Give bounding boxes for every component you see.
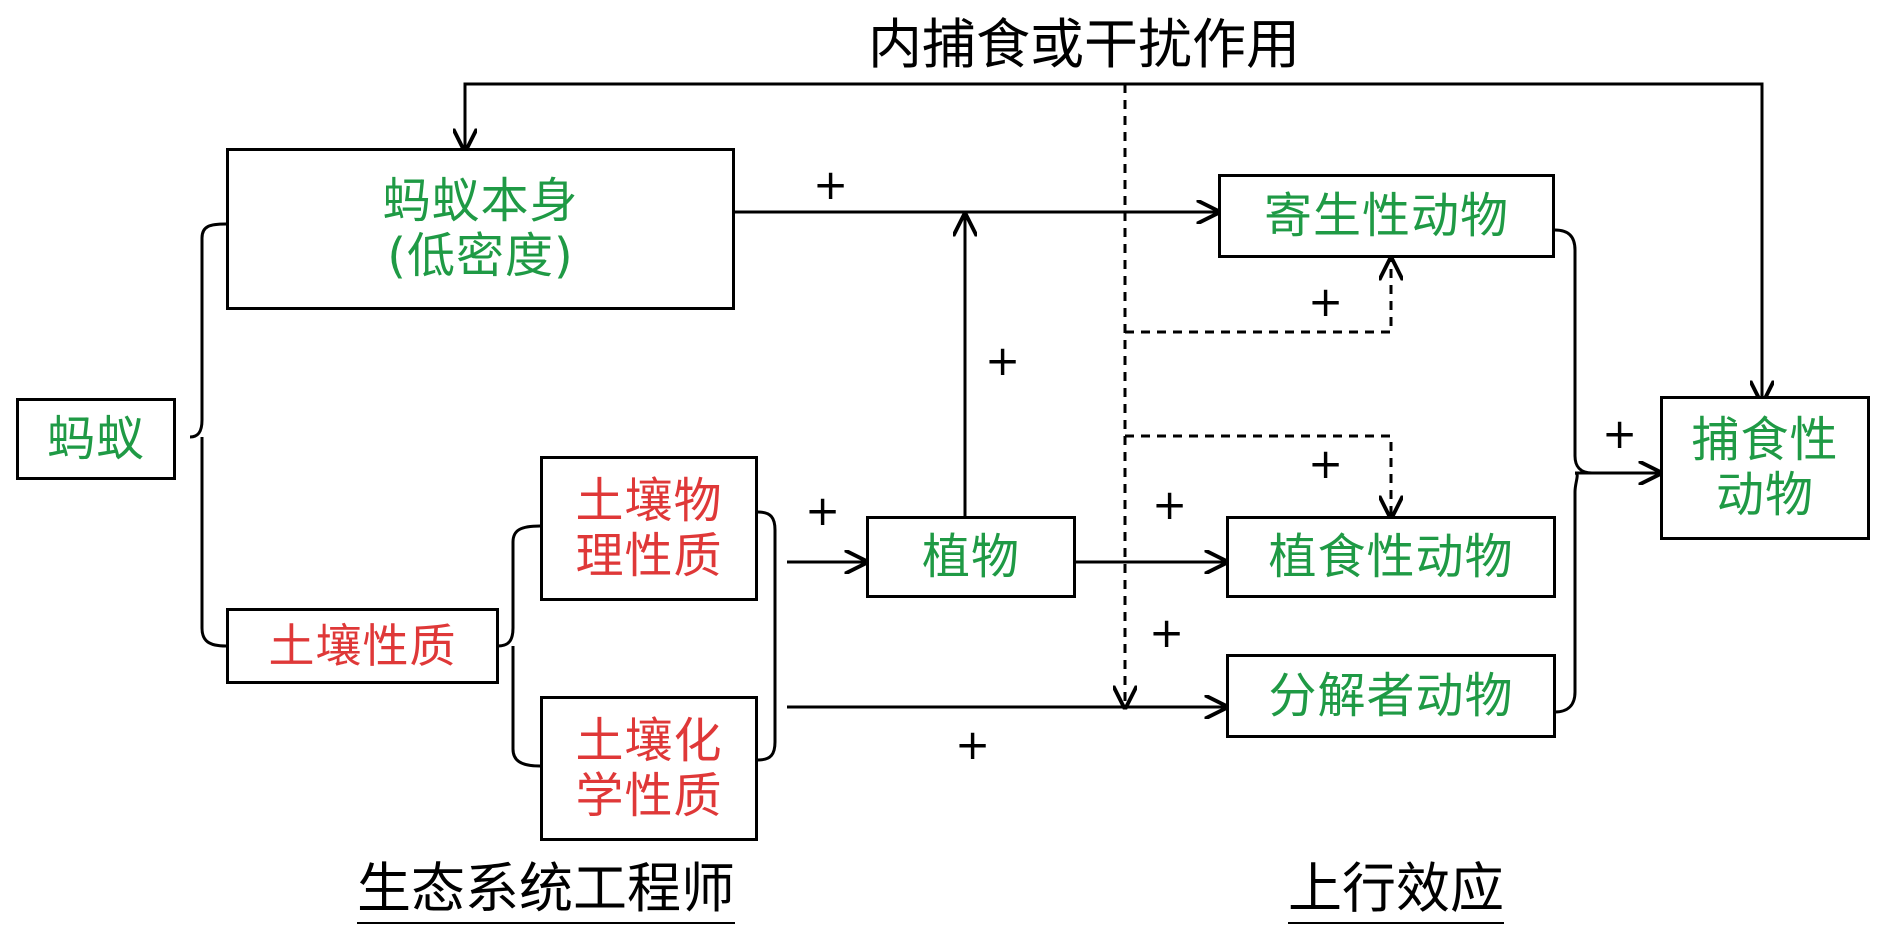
top-feedback-line [465,82,1762,402]
node-decomposer-animals-label: 分解者动物 [1268,667,1514,724]
sign-dashed-to-decomposer: + [1149,608,1185,657]
footer-right-label: 上行效应 [1288,862,1504,924]
node-predatory-animals-line2: 动物 [1715,467,1814,523]
node-plants: 植物 [866,516,1076,598]
sign-soil-to-plants: + [805,486,841,535]
sign-dashed-to-parasitic: + [1308,277,1344,326]
node-herbivorous-animals-label: 植食性动物 [1268,528,1514,585]
node-soil-chemical-line2: 学性质 [575,767,723,824]
right-merge-bracket [1554,228,1593,714]
node-predatory-animals: 捕食性 动物 [1660,396,1870,540]
soil-right-bracket [757,510,777,762]
node-soil-properties: 土壤性质 [226,608,499,684]
dashed-to-parasitic [1125,259,1391,334]
node-parasitic-animals: 寄生性动物 [1218,174,1555,258]
node-soil-chemical: 土壤化 学性质 [540,696,758,841]
sign-dashed-to-herbivorous: + [1308,439,1344,488]
sign-soil-to-decomposer: + [955,720,991,769]
dashed-to-herbivorous [1125,434,1391,517]
node-soil-physical-line1: 土壤物 [575,472,723,529]
node-ants-self-line1: 蚂蚁本身 [382,173,579,230]
node-soil-physical: 土壤物 理性质 [540,456,758,601]
node-soil-properties-label: 土壤性质 [268,618,457,673]
ants-to-branch-bracket [189,222,227,439]
sign-plants-to-parasitic: + [985,336,1021,385]
soil-bracket-main [497,524,541,648]
node-herbivorous-animals: 植食性动物 [1226,516,1556,598]
soil-bracket-lower [511,646,541,768]
node-decomposer-animals: 分解者动物 [1226,654,1556,738]
node-soil-physical-line2: 理性质 [575,527,723,584]
node-soil-chemical-line1: 土壤化 [575,712,723,769]
node-predatory-animals-line1: 捕食性 [1691,412,1839,469]
node-parasitic-animals-label: 寄生性动物 [1263,187,1509,244]
node-plants-label: 植物 [921,528,1020,585]
footer-left-label: 生态系统工程师 [357,862,735,924]
diagram-title: 内捕食或干扰作用 [868,13,1300,76]
ants-to-soil-bracket [200,437,227,648]
node-ants-self-line2: (低密度) [387,228,574,284]
node-ants-self: 蚂蚁本身 (低密度) [226,148,735,310]
node-ants-label: 蚂蚁 [46,410,145,467]
sign-plants-to-herbivorous: + [1152,480,1188,529]
sign-to-predatory: + [1602,409,1638,458]
sign-ants-to-parasitic: + [813,160,849,209]
node-ants: 蚂蚁 [16,398,176,480]
